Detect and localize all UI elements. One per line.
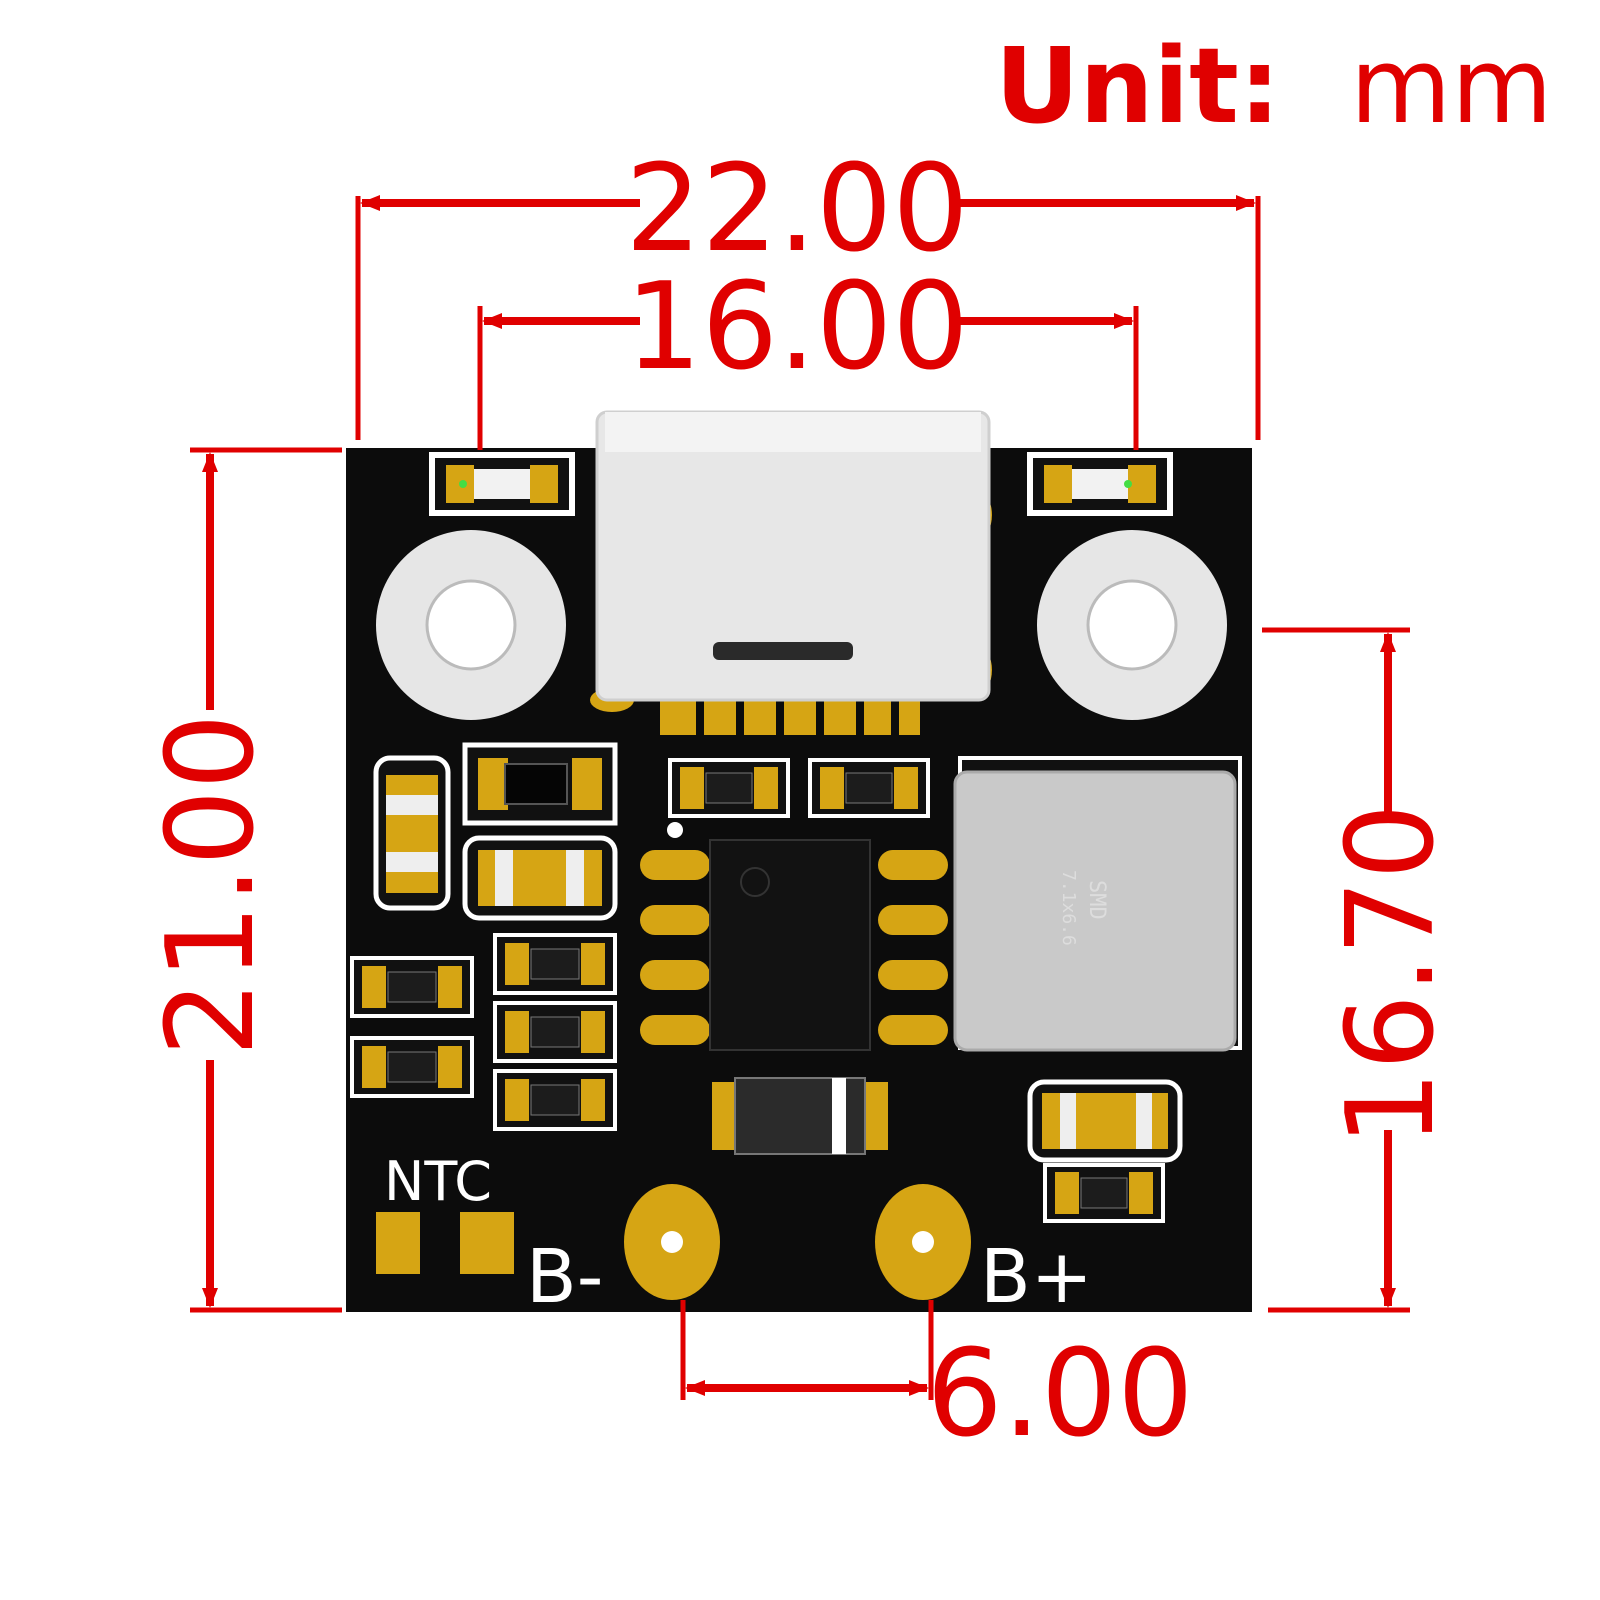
resistor-pads <box>362 767 1153 1214</box>
resistor-bodies <box>387 772 1128 1209</box>
b-plus-label: B+ <box>980 1234 1093 1320</box>
pcb-board: SMD 7.1x6.6 NTC <box>346 410 1252 1320</box>
ntc-pads <box>376 1212 514 1274</box>
b-minus-label: B- <box>526 1234 603 1320</box>
capacitor-left <box>373 755 451 911</box>
inductor: SMD 7.1x6.6 <box>953 756 1242 1052</box>
usb-c-connector <box>590 410 992 735</box>
led-left <box>429 452 575 516</box>
dimension-label-21: 21.00 <box>142 713 281 1057</box>
dimension-label-16: 16.00 <box>625 258 969 397</box>
inductor-label-2: 7.1x6.6 <box>1058 870 1079 946</box>
battery-pad-negative <box>624 1184 720 1300</box>
dimension-hole-spacing: 16.00 <box>477 258 1139 450</box>
dimension-label-6: 6.00 <box>926 1325 1193 1464</box>
capacitor-bottom-right <box>1027 1079 1183 1163</box>
led-right <box>1027 452 1173 516</box>
inductor-label-1: SMD <box>1084 880 1109 920</box>
battery-pad-positive <box>875 1184 971 1300</box>
unit-value: mm <box>1350 25 1553 147</box>
diode <box>712 1077 888 1155</box>
unit-label: Unit: <box>995 25 1280 147</box>
main-ic <box>640 822 948 1051</box>
mounting-hole-left <box>376 530 566 720</box>
capacitor-middle-left <box>462 835 618 921</box>
dimension-label-22: 22.00 <box>625 140 969 279</box>
dimension-board-width: 22.00 <box>355 140 1261 440</box>
ntc-label: NTC <box>384 1150 492 1213</box>
dimension-label-16-70: 16.70 <box>1322 803 1461 1147</box>
dimension-right-height: 16.70 <box>1262 627 1461 1313</box>
dimension-pad-spacing: 6.00 <box>680 1300 1194 1464</box>
mounting-hole-right <box>1037 530 1227 720</box>
dimension-board-height: 21.00 <box>142 447 342 1313</box>
ic-small-top-left <box>462 742 618 826</box>
